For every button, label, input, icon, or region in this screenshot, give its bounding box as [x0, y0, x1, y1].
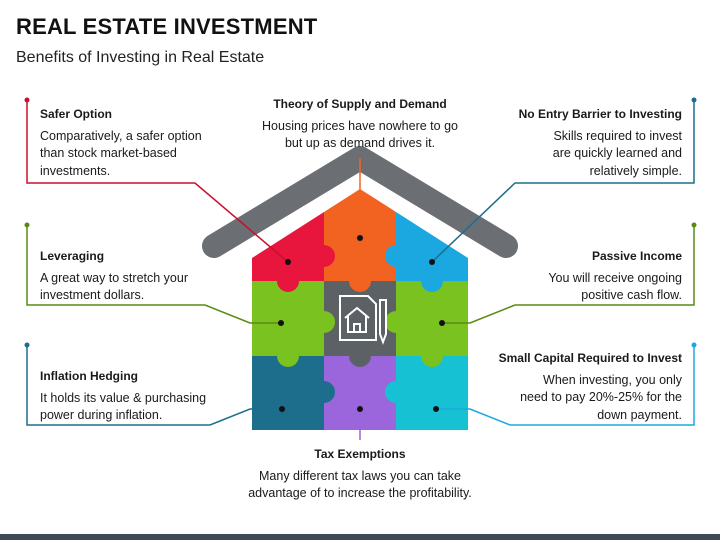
benefit-tax-exemptions: Tax Exemptions Many different tax laws y… [200, 446, 520, 503]
benefit-no-entry-barrier: No Entry Barrier to Investing Skills req… [519, 106, 682, 180]
benefit-text: A great way to stretch your investment d… [40, 270, 188, 303]
puzzle-piece-inflation [252, 356, 324, 430]
benefit-passive-income: Passive Income You will receive ongoing … [548, 248, 682, 305]
benefit-heading: Safer Option [40, 107, 113, 121]
benefit-text: It holds its value & purchasing power du… [40, 390, 207, 423]
benefit-text: Many different tax laws you can take adv… [248, 468, 472, 501]
benefit-heading: No Entry Barrier to Investing [518, 107, 682, 121]
benefit-heading: Theory of Supply and Demand [273, 97, 447, 111]
benefit-heading: Tax Exemptions [314, 447, 406, 461]
benefit-heading: Leveraging [40, 249, 105, 263]
puzzle-piece-leveraging [252, 281, 324, 356]
benefit-leveraging: Leveraging A great way to stretch your i… [40, 248, 188, 305]
footer-bar [0, 534, 720, 540]
benefit-text: You will receive ongoing positive cash f… [548, 270, 682, 303]
benefit-heading: Small Capital Required to Invest [498, 351, 682, 365]
page-title: REAL ESTATE INVESTMENT [16, 14, 318, 39]
benefit-small-capital: Small Capital Required to Invest When in… [499, 350, 682, 424]
benefit-inflation-hedging: Inflation Hedging It holds its value & p… [40, 368, 206, 425]
benefit-text: Skills required to invest are quickly le… [552, 128, 682, 178]
benefit-text: When investing, you only need to pay 20%… [520, 372, 682, 422]
house-document-pen-icon [339, 295, 387, 345]
puzzle-piece-passive [396, 281, 468, 356]
benefit-text: Housing prices have nowhere to go but up… [262, 118, 458, 151]
benefit-text: Comparatively, a safer option than stock… [40, 128, 202, 178]
puzzle-piece-smallcap [396, 356, 468, 430]
benefit-heading: Inflation Hedging [40, 369, 138, 383]
benefit-heading: Passive Income [591, 249, 682, 263]
page-subtitle: Benefits of Investing in Real Estate [16, 49, 265, 66]
benefit-safer-option: Safer Option Comparatively, a safer opti… [40, 106, 202, 180]
puzzle-piece-center [324, 281, 396, 356]
benefit-supply-demand: Theory of Supply and Demand Housing pric… [240, 96, 480, 153]
